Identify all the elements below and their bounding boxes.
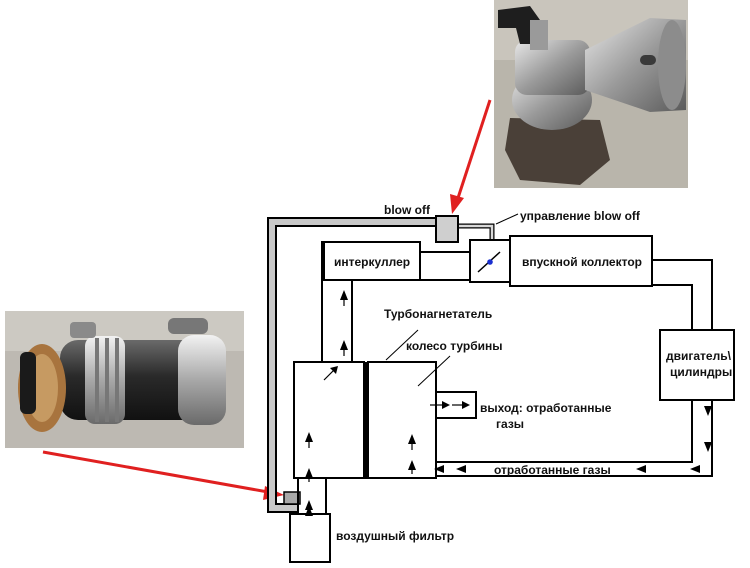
clamped-hose-photo	[5, 311, 244, 448]
intercooler-box	[323, 241, 421, 281]
pointer-arrow-to-blow-off	[450, 99, 492, 214]
turbo-label-leader	[385, 329, 419, 361]
throttle-valve-icon	[477, 251, 501, 273]
label-turbocharger: Турбонагнетатель	[384, 307, 492, 321]
label-exhaust-gases: отработанные газы	[494, 463, 611, 477]
blow-off-return-pipe	[267, 217, 436, 513]
intake-manifold-box	[509, 235, 653, 287]
turbine-label-leader	[417, 355, 451, 387]
compressor-box	[293, 361, 365, 479]
pointer-arrow-to-air-pipe-plug	[42, 450, 284, 500]
label-blow-off-control: управление blow off	[520, 209, 641, 223]
label-exhaust-out-line2: газы	[496, 417, 524, 431]
engine-box	[659, 329, 735, 401]
label-engine-line2: цилиндры	[670, 365, 732, 379]
label-intake-manifold: впускной коллектор	[522, 255, 642, 269]
flow-arrows	[305, 290, 712, 516]
label-air-filter: воздушный фильтр	[336, 529, 454, 543]
label-blow-off: blow off	[384, 203, 431, 217]
label-turbine-wheel: колесо турбины	[406, 339, 503, 353]
label-exhaust-out-line1: выход: отработанные	[480, 401, 612, 415]
blow-off-control-line	[458, 213, 519, 244]
blow-off-valve-photo	[494, 0, 688, 188]
turbine-box	[367, 361, 437, 479]
air-filter-box	[289, 513, 331, 563]
blow-off-valve-box	[435, 215, 459, 243]
label-engine-line1: двигатель\	[666, 349, 732, 363]
label-intercooler: интеркуллер	[334, 255, 410, 269]
